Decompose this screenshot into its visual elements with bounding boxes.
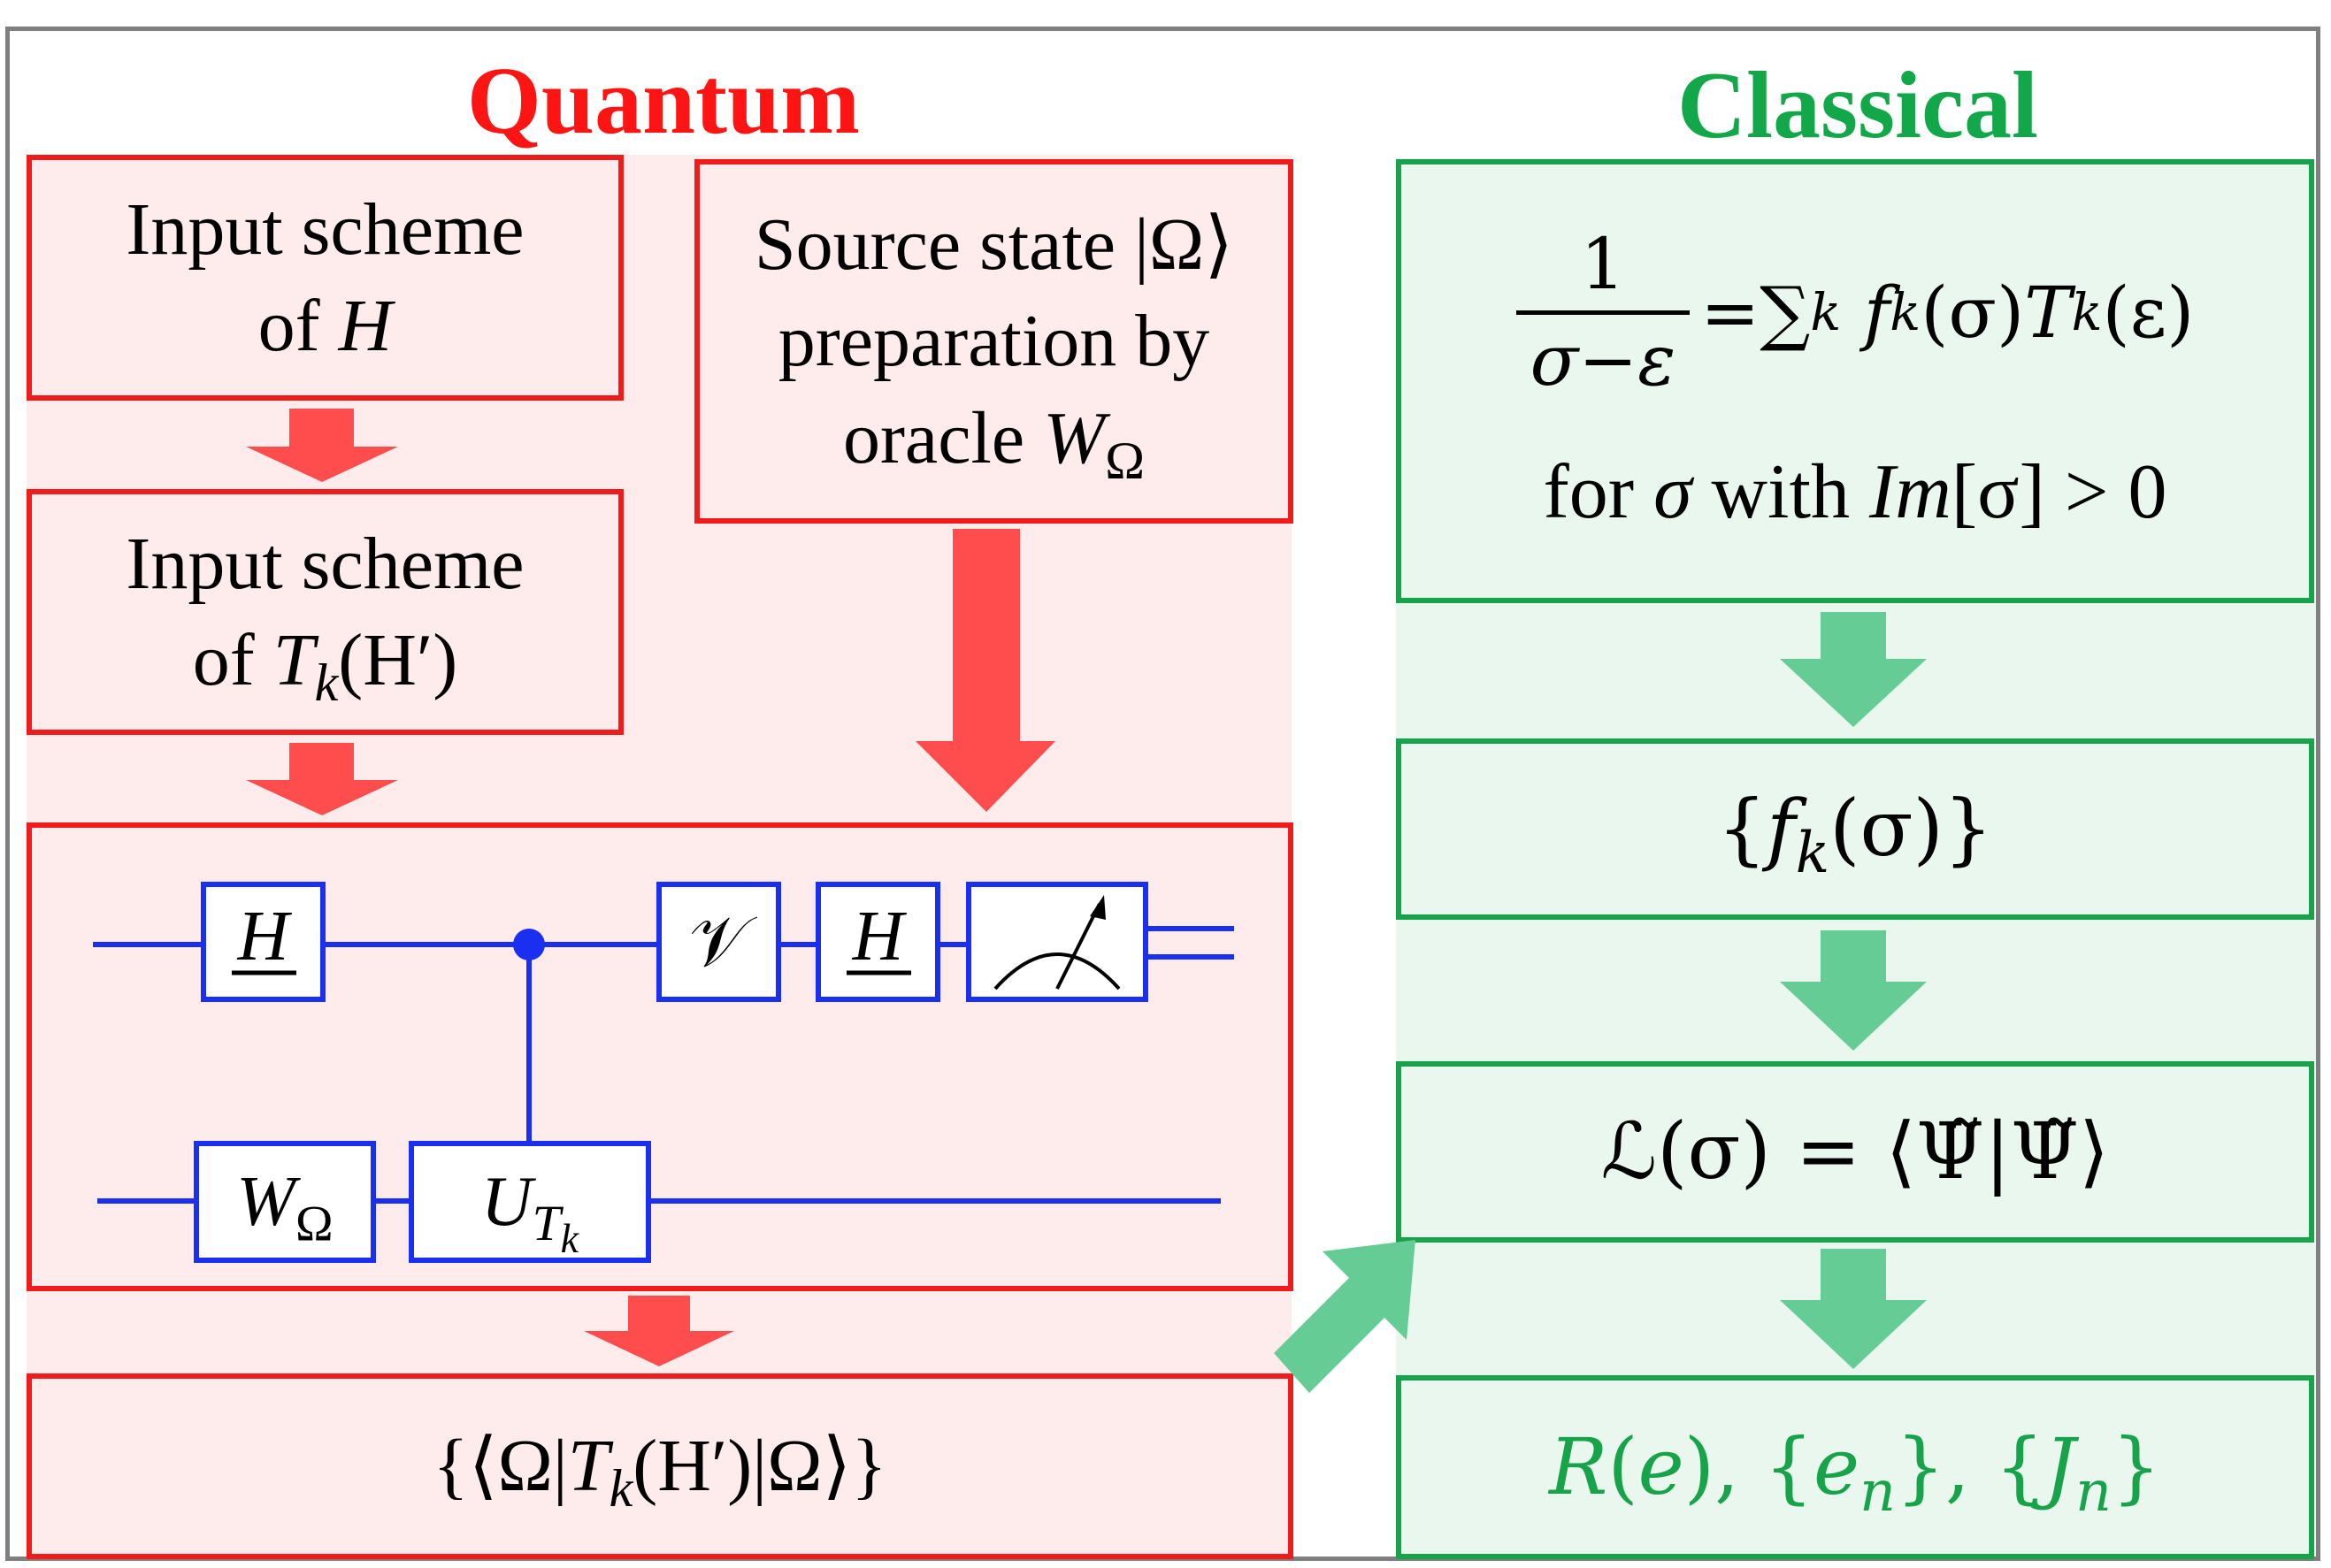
measurement-box (966, 882, 1148, 1002)
arrow-h-to-tk (246, 409, 398, 482)
quantum-title: Quantum (466, 49, 861, 154)
meter-needle-head (1090, 895, 1106, 920)
input-scheme-tk-line1: Input scheme (126, 522, 525, 605)
expectation-result-text: {⟨Ω|Tk(H′)|Ω⟩} (433, 1425, 887, 1519)
gate-w-label: WΩ (236, 1162, 334, 1251)
coefficients-box: {fk(σ)} (1396, 738, 2314, 920)
gate-u-box (409, 1141, 651, 1263)
coefficients-text: {fk(σ)} (1717, 783, 1993, 886)
source-state-box: Source state |Ω⟩ preparation by oracle W… (694, 159, 1293, 524)
arrow-expansion-to-coeffs (1780, 612, 1927, 727)
source-state-line1: Source state |Ω⟩ (754, 203, 1234, 287)
input-scheme-h-line1: Input scheme (126, 187, 525, 271)
classical-title: Classical (1676, 53, 2038, 158)
gate-h1-label: H (237, 897, 289, 975)
arrow-source-to-circuit (916, 529, 1055, 812)
output-text: R(e), {en}, {Jn} (1549, 1420, 2161, 1524)
loss-box: ℒ(σ) = ⟨Ψ̃|Ψ̃⟩ (1396, 1061, 2314, 1243)
source-state-line2: preparation by (778, 300, 1210, 383)
arrow-circuit-to-result (584, 1296, 734, 1366)
input-scheme-tk-box: Input scheme of Tk(H′) (27, 489, 624, 735)
arrow-coeffs-to-loss (1780, 930, 1927, 1051)
loss-text: ℒ(σ) = ⟨Ψ̃|Ψ̃⟩ (1600, 1105, 2110, 1197)
output-box: R(e), {en}, {Jn} (1396, 1375, 2314, 1559)
gate-h2-box (816, 882, 940, 1002)
circuit-control-dot (513, 929, 545, 960)
gate-v-box (656, 882, 781, 1002)
gate-h1-box (201, 882, 326, 1002)
gate-u-label: UTk (480, 1162, 579, 1261)
arrow-tk-to-circuit (246, 743, 398, 815)
expansion-condition: for σ with Im[σ] > 0 (1543, 449, 2167, 536)
input-scheme-h-line2: of H (257, 285, 393, 367)
gate-w-box (194, 1141, 376, 1263)
gate-h2-label: H (852, 897, 904, 975)
expectation-result-box: {⟨Ω|Tk(H′)|Ω⟩} (27, 1373, 1293, 1559)
input-scheme-h-box: Input scheme of H (27, 155, 624, 401)
expansion-fraction: 1 σ−ε (1515, 218, 1691, 407)
meter-icon (993, 903, 1121, 991)
gate-v-label: 𝒱 (689, 900, 748, 983)
arrow-result-to-loss (1274, 1240, 1415, 1393)
input-scheme-tk-line2: of Tk(H′) (192, 619, 458, 714)
source-state-line3: oracle WΩ (842, 396, 1146, 491)
arrow-loss-to-output (1780, 1249, 1927, 1369)
